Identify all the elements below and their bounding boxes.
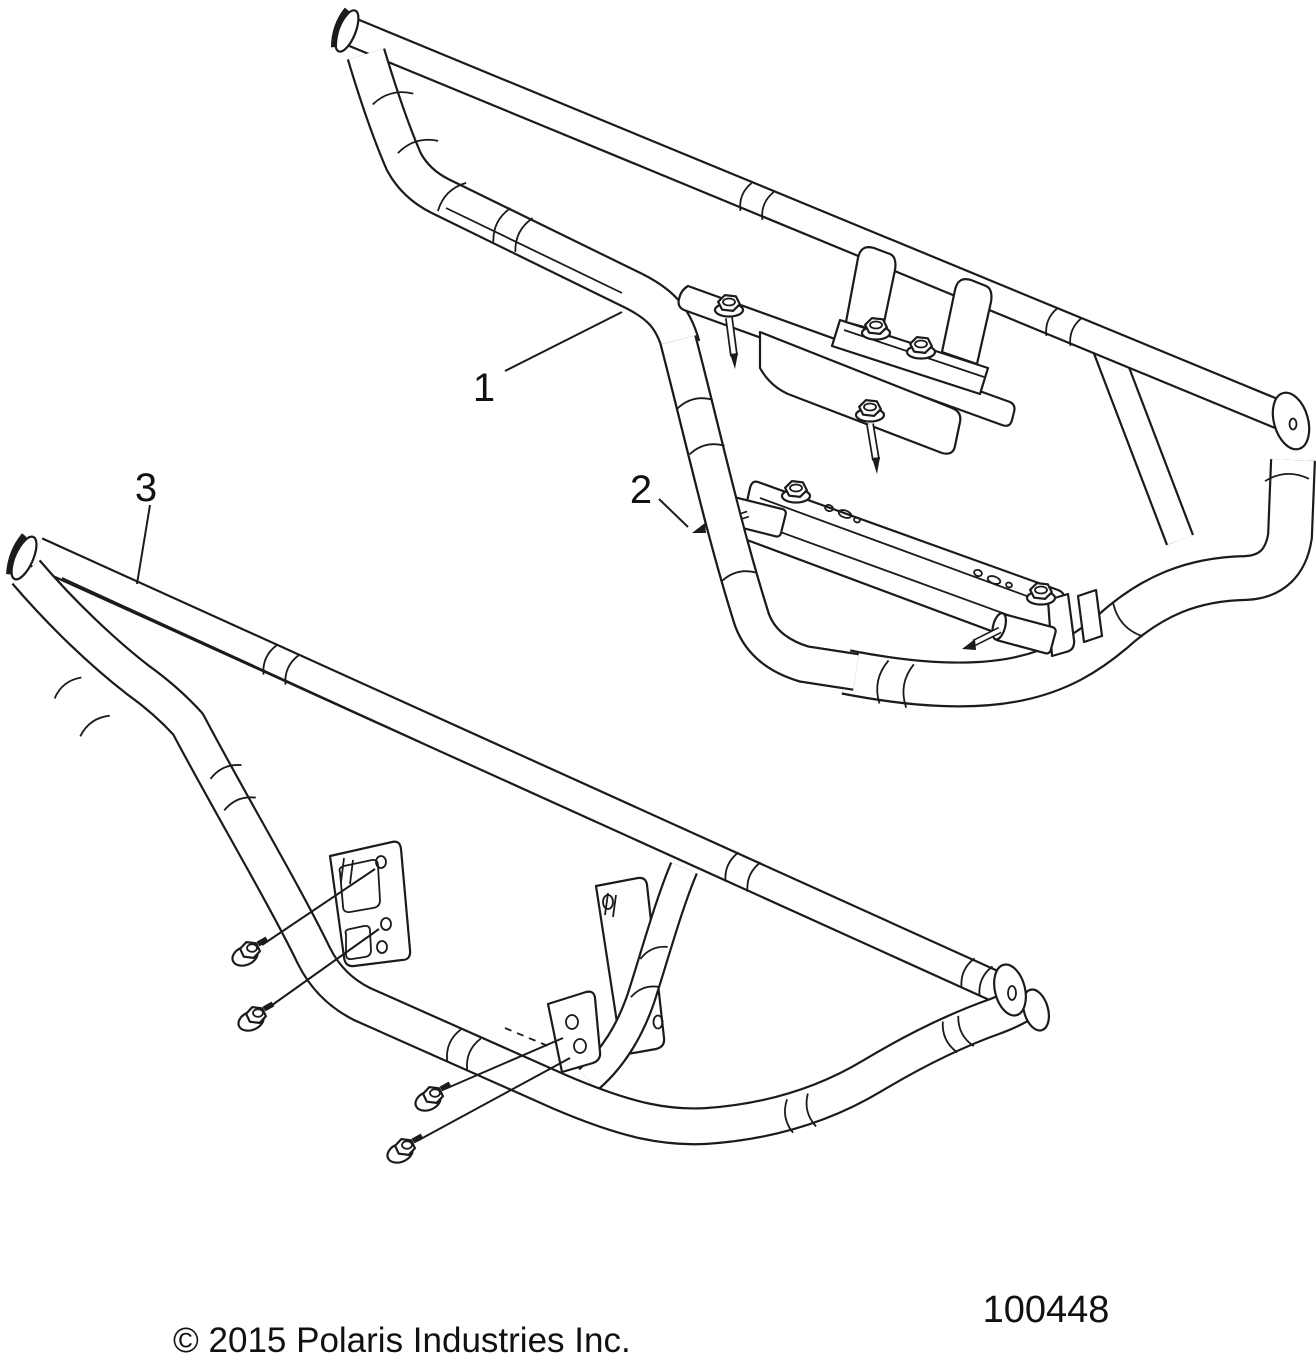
hex-bolt-icon [394,1137,416,1157]
hex-bolt-icon [908,336,934,354]
weld-ring [960,957,976,988]
channel-flange-right [940,278,993,366]
hex-bolt-icon [857,399,883,417]
weld-ring [1069,317,1083,347]
bolt-thread-tip [411,1133,424,1144]
hex-bolt-icon [422,1085,444,1105]
weld-ring [262,644,278,675]
weld-ring [876,659,890,704]
weld-ring [209,764,242,780]
tube-end-cap-left [6,533,38,581]
weld-ring [79,714,110,737]
weld-ring [761,191,775,221]
weld-ring [724,851,740,882]
weld-ring [739,182,753,212]
weld-ring [978,965,994,996]
weld-ring [720,570,757,583]
weld-ring [492,207,512,242]
weld-ring [514,217,534,252]
weld-ring [902,663,915,708]
weld-ring [284,654,300,685]
tube-end-cap-right [1271,391,1311,451]
weld-ring [639,945,668,960]
weld-ring [1112,603,1144,638]
end-bracket-tab [1046,592,1076,658]
weld-ring [372,91,414,106]
hex-bolt-icon [245,1005,267,1025]
end-bracket-tab [1076,588,1104,644]
tube-end-cap-right [993,963,1051,1032]
weld-ring [1045,307,1059,337]
hex-bolt-icon [239,940,261,960]
weld-ring [436,181,467,212]
hex-bolt-icon [863,317,889,335]
weld-ring [805,1093,817,1128]
weld-ring [688,443,725,456]
leader-lines [136,311,689,1142]
weld-ring [223,796,256,811]
front-bumper-assembly [6,533,1053,1126]
mount-bracket-plate-lower-front [546,990,602,1074]
channel-flange-left [844,246,897,334]
upper-mount-plate [677,246,1016,474]
weld-stud [866,423,880,474]
callout-3[interactable]: 3 [135,466,157,510]
weld-ring [630,985,660,998]
weld-ring [784,1098,794,1134]
weld-ring [446,1028,462,1061]
bolt-thread-tip [256,936,269,947]
callout-2[interactable]: 2 [630,468,652,512]
weld-ring [1264,473,1310,482]
bushing-stud-right [962,612,1057,655]
weld-ring [746,861,762,892]
tube-end-cap-left [330,7,360,53]
hardware-details [53,91,1310,1164]
mount-bracket-plate-upper [328,840,412,968]
weld-stud [725,317,738,369]
hex-bolt-icon [783,480,809,498]
weld-ring [466,1037,482,1070]
hex-bolt-icon [1028,581,1054,601]
rear-bumper-assembly [330,7,1316,684]
weld-ring [941,1021,958,1054]
bolt-thread-tip [439,1081,452,1092]
figure-number: 100448 [983,1289,1110,1331]
bolt-thread-tip [262,1001,275,1012]
weld-ring [676,397,713,410]
weld-ring [957,1015,975,1047]
callout-1[interactable]: 1 [473,366,495,410]
weld-ring [53,676,82,699]
copyright-text: © 2015 Polaris Industries Inc. [173,1321,631,1360]
hex-bolt-icon [716,294,742,312]
weld-ring [397,138,439,154]
